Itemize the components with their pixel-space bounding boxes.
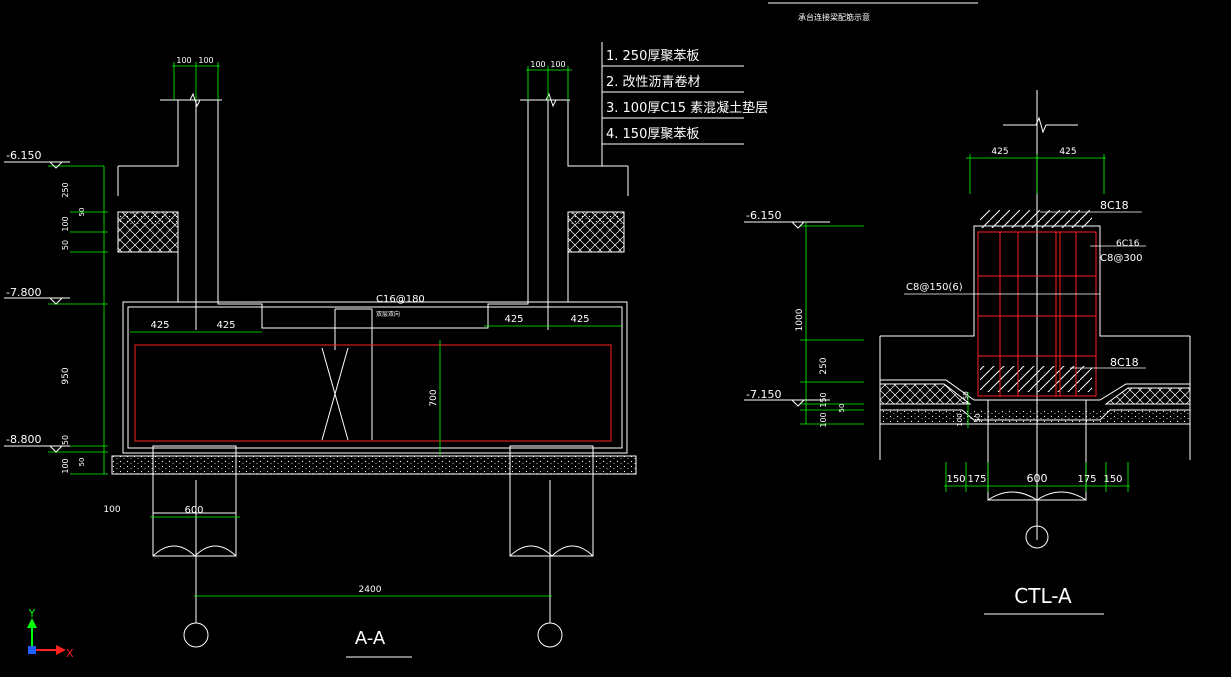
- aa-stack-50c: 50: [61, 435, 70, 445]
- ctl-dimensions: [800, 154, 1130, 492]
- aa-elevation-1: -6.150: [6, 149, 41, 162]
- ctl-rebar: [977, 231, 1097, 397]
- ctl-insulation-left: [879, 383, 972, 405]
- ctl-small-150: 150: [962, 391, 970, 404]
- aa-dim-beam-right-2: 425: [570, 314, 589, 325]
- materials-legend: 1. 250厚聚苯板 2. 改性沥青卷材 3. 100厚C15 素混凝土垫层 4…: [601, 42, 768, 166]
- ctl-rebar-label-2: 6C16: [1116, 239, 1140, 249]
- aa-dimensions: [48, 62, 622, 597]
- ctl-insulation-right: [1104, 387, 1191, 405]
- aa-elevation-3: -8.800: [6, 433, 41, 446]
- ctl-rebar-label-5: 8C18: [1110, 356, 1139, 369]
- aa-dim-700: 700: [429, 389, 439, 406]
- ctl-top-hatch: [980, 210, 1092, 228]
- aa-dim-100: 100: [103, 505, 120, 515]
- aa-stack-50a: 50: [78, 208, 86, 217]
- aa-dim-beam-right-1: 425: [504, 314, 523, 325]
- ucs-y-label: Y: [28, 607, 36, 620]
- ctl-rebar-label-4: C8@150(6): [906, 282, 963, 293]
- ctl-elevation-markers: [744, 221, 830, 407]
- aa-stack-250: 250: [61, 182, 70, 197]
- ctl-elevation-2: -7.150: [746, 388, 781, 401]
- ctl-rebar-leaders: [904, 211, 1146, 369]
- legend-item-4: 4. 150厚聚苯板: [606, 127, 699, 142]
- ctl-dim-bot-5: 150: [1103, 474, 1122, 485]
- section-ctl: 承台连接梁配筋示意: [744, 2, 1191, 615]
- ctl-stack-50: 50: [838, 404, 846, 413]
- ctl-dim-top-2: 425: [1059, 147, 1076, 157]
- ctl-title: CTL-A: [1014, 584, 1072, 608]
- aa-title: A-A: [355, 628, 386, 649]
- aa-dim-top-right-1: 100: [530, 60, 545, 69]
- ctl-stack-250: 250: [819, 357, 829, 374]
- legend-item-2: 2. 改性沥青卷材: [606, 74, 701, 90]
- ctl-dim-bot-3: 600: [1027, 472, 1048, 485]
- ctl-elevation-1: -6.150: [746, 209, 781, 222]
- aa-dim-top-right-2: 100: [550, 60, 565, 69]
- ctl-dim-top-1: 425: [991, 147, 1008, 157]
- aa-stack-50b: 50: [61, 240, 70, 250]
- ctl-rebar-label-3: C8@300: [1100, 253, 1142, 264]
- ctl-stack-1000: 1000: [795, 308, 805, 331]
- ctl-header-note: 承台连接梁配筋示意: [798, 12, 870, 22]
- aa-dim-top-left-2: 100: [198, 56, 213, 65]
- legend-item-1: 1. 250厚聚苯板: [606, 49, 699, 64]
- ctl-small-50: 50: [974, 414, 982, 423]
- aa-dim-600: 600: [184, 505, 203, 516]
- ctl-dim-bot-1: 150: [946, 474, 965, 485]
- ctl-stack-100: 100: [819, 412, 828, 427]
- ucs-x-label: X: [66, 647, 74, 660]
- aa-dim-top-left-1: 100: [176, 56, 191, 65]
- section-aa: -6.150 -7.800 -8.800 100 100 100 100 425…: [4, 56, 637, 658]
- aa-dim-2400: 2400: [359, 585, 382, 595]
- ctl-rebar-label-1: 8C18: [1100, 199, 1129, 212]
- ctl-stack-150: 150: [819, 392, 828, 407]
- aa-elevation-markers: [4, 161, 70, 453]
- ctl-small-100: 100: [956, 413, 964, 426]
- aa-stack-50d: 50: [78, 458, 86, 467]
- ucs-icon: Y X: [27, 607, 74, 660]
- aa-stack-100a: 100: [61, 216, 70, 231]
- aa-stack-950: 950: [61, 367, 71, 384]
- aa-dim-beam-left-1: 425: [150, 320, 169, 331]
- ctl-bottom-hatch: [980, 366, 1092, 392]
- aa-screed-right: [568, 212, 624, 224]
- aa-blinding-fill: [112, 456, 636, 474]
- aa-stack-100b: 100: [61, 458, 70, 473]
- aa-structure-outline: [111, 92, 637, 648]
- ctl-dim-bot-4: 175: [1077, 474, 1096, 485]
- aa-rebar-cage: [134, 344, 612, 442]
- legend-item-3: 3. 100厚C15 素混凝土垫层: [606, 100, 768, 116]
- ctl-dim-bot-2: 175: [967, 474, 986, 485]
- aa-screed-left: [118, 212, 178, 224]
- aa-rebar-sublabel: 双层双向: [376, 310, 400, 318]
- aa-rebar-label: C16@180: [376, 294, 425, 305]
- ctl-blinding: [880, 410, 1190, 422]
- aa-elevation-2: -7.800: [6, 286, 41, 299]
- aa-dim-beam-left-2: 425: [216, 320, 235, 331]
